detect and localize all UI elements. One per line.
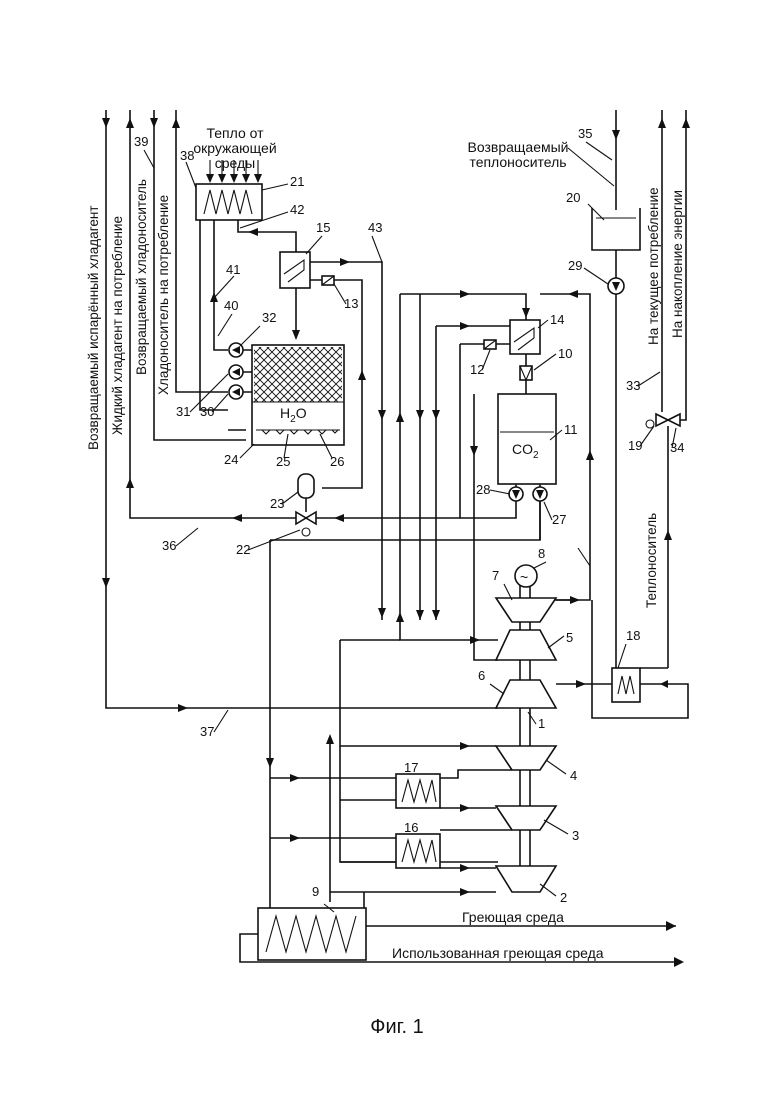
ref-number-20: 20 xyxy=(566,190,580,205)
ref-number-10: 10 xyxy=(558,346,572,361)
figure-caption: Фиг. 1 xyxy=(370,1016,423,1038)
ref-number-27: 27 xyxy=(552,512,566,527)
generator-symbol: ~ xyxy=(520,569,528,585)
turbine-6 xyxy=(496,680,556,708)
label-heat-line3: среды xyxy=(215,155,256,171)
ref-number-11: 11 xyxy=(564,422,578,437)
label-returned-cold-carrier: Возвращаемый хладоноситель xyxy=(134,179,149,375)
ref-number-35: 35 xyxy=(578,126,592,141)
ref-number-29: 29 xyxy=(568,258,582,273)
shaft-1 xyxy=(520,580,530,892)
ref-number-39: 39 xyxy=(134,134,148,149)
compressor-2 xyxy=(496,866,556,892)
ref-number-40: 40 xyxy=(224,298,238,313)
ref-number-15: 15 xyxy=(316,220,330,235)
ref-number-18: 18 xyxy=(626,628,640,643)
compressor-lines xyxy=(270,734,512,902)
label-returned-coolant-line1: Возвращаемый xyxy=(468,139,569,155)
label-heat-line1: Тепло от xyxy=(206,125,264,141)
storage-tank-24 xyxy=(229,343,344,445)
ref-number-2: 2 xyxy=(560,890,567,905)
compressor-4 xyxy=(496,746,556,770)
ref-number-26: 26 xyxy=(330,454,344,469)
separator-23 xyxy=(298,474,314,512)
ref-number-9: 9 xyxy=(312,884,319,899)
ref-number-21: 21 xyxy=(290,174,304,189)
ref-number-4: 4 xyxy=(570,768,577,783)
label-to-current-consumption: На текущее потребление xyxy=(646,187,661,345)
label-used-heating-medium: Использованная греющая среда xyxy=(392,945,604,961)
label-cold-carrier-to-consumption: Хладоноситель на потребление xyxy=(156,195,171,395)
ref-number-38: 38 xyxy=(180,148,194,163)
ref-number-1: 1 xyxy=(538,716,545,731)
ref-number-3: 3 xyxy=(572,828,579,843)
label-heat-line2: окружающей xyxy=(193,140,276,156)
check-valve-10 xyxy=(520,354,532,394)
ref-number-28: 28 xyxy=(476,482,490,497)
ref-number-5: 5 xyxy=(566,630,573,645)
heat-exchanger-18 xyxy=(612,668,668,702)
ref-number-24: 24 xyxy=(224,452,238,467)
label-liquid-refrigerant: Жидкий хладагент на потребление xyxy=(110,216,125,435)
ref-number-14: 14 xyxy=(550,312,564,327)
ref-number-6: 6 xyxy=(478,668,485,683)
ref-number-16: 16 xyxy=(404,820,418,835)
ref-number-8: 8 xyxy=(538,546,545,561)
ref-number-41: 41 xyxy=(226,262,240,277)
compressor-3 xyxy=(496,806,556,830)
ref-number-36: 36 xyxy=(162,538,176,553)
turbine-7 xyxy=(496,598,556,622)
ref-number-37: 37 xyxy=(200,724,214,739)
label-returned-evaporated-refrigerant: Возвращаемый испарённый хладагент xyxy=(86,206,101,450)
horizontal-labels: Тепло от окружающей среды Возвращаемый т… xyxy=(193,125,603,1038)
ref-number-32: 32 xyxy=(262,310,276,325)
condenser-14 xyxy=(400,290,594,600)
label-returned-coolant-line2: теплоноситель xyxy=(469,154,566,170)
label-coolant: Теплоноситель xyxy=(644,513,659,608)
ref-number-31: 31 xyxy=(176,404,190,419)
ref-number-43: 43 xyxy=(368,220,382,235)
turbine-5 xyxy=(496,630,556,660)
intercooler-16 xyxy=(396,834,440,868)
ref-number-7: 7 xyxy=(492,568,499,583)
ref-number-25: 25 xyxy=(276,454,290,469)
label-to-energy-storage: На накопление энергии xyxy=(670,190,685,338)
intercooler-17 xyxy=(396,774,440,808)
ref-number-17: 17 xyxy=(404,760,418,775)
label-heating-medium: Греющая среда xyxy=(462,909,564,925)
ref-number-42: 42 xyxy=(290,202,304,217)
